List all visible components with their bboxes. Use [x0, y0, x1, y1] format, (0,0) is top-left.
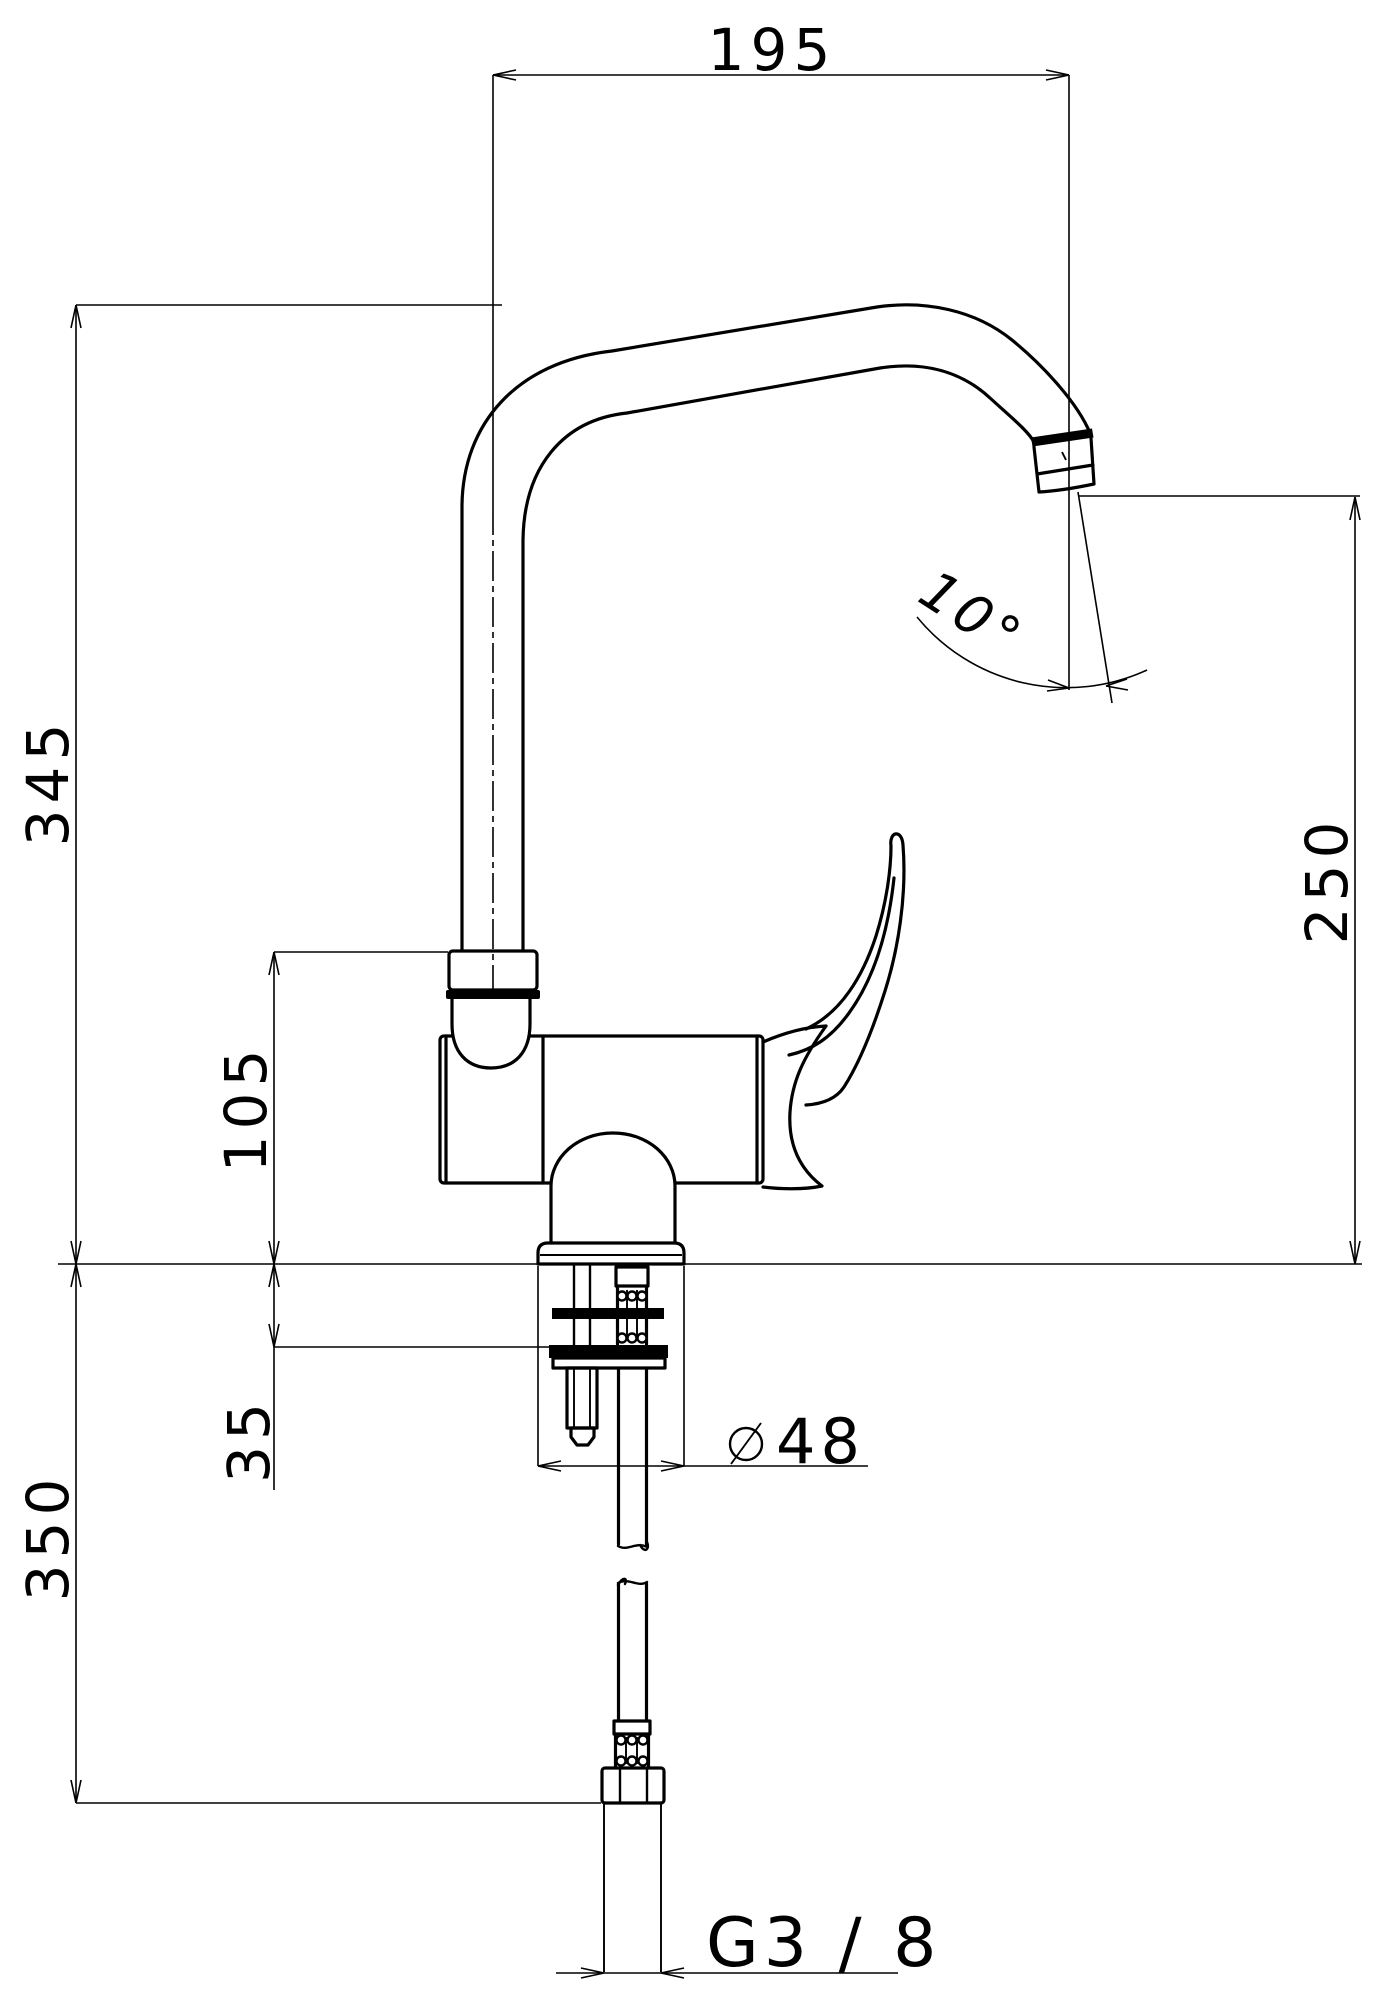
spout-base-cap	[446, 949, 540, 1070]
hose-break-lower	[616, 1577, 649, 1587]
aerator-tick	[1061, 451, 1067, 461]
stud-hex-tip	[569, 1426, 596, 1447]
mounting-stud-upper	[572, 1262, 592, 1347]
connector-coils	[615, 1734, 649, 1767]
mounting-nut-band	[549, 1345, 668, 1358]
below-deck-assembly	[549, 1262, 668, 1972]
hex-nut-facets	[618, 1766, 649, 1805]
arrowheads	[1349, 496, 1361, 1265]
arrowheads	[1046, 678, 1129, 692]
handle-socket	[761, 1024, 828, 1191]
dimension-outlet-angle: 10°	[908, 491, 1148, 704]
angle-leg-line	[1077, 491, 1113, 704]
dimension-thread: G3 / 8	[556, 1904, 941, 1983]
dim-105-label: 105	[212, 1044, 280, 1173]
dimension-spout-reach: 195	[492, 16, 1070, 690]
body-section-lines	[444, 1034, 759, 1185]
handle-blade	[804, 832, 906, 1107]
diameter-symbol-icon	[728, 1422, 764, 1465]
arrowheads	[268, 951, 280, 1348]
handle-blade-inner-line	[787, 876, 896, 1057]
hex-nut	[600, 1766, 666, 1805]
supply-hose	[616, 1366, 650, 1723]
dimension-overall-height: 345 350	[14, 304, 601, 1804]
base-flange	[536, 1241, 686, 1266]
phi-circle	[728, 1426, 764, 1462]
hose-lower-segment	[616, 1582, 649, 1723]
stud-shaft	[565, 1366, 599, 1430]
dim-195-label: 195	[708, 16, 837, 84]
dimensions: 195 345 350 250 105 35	[14, 16, 1361, 1983]
arrowheads	[70, 304, 82, 1804]
cap-dome	[450, 997, 532, 1070]
dimension-outlet-height: 250	[1078, 495, 1361, 1265]
collar-ring-band	[446, 990, 540, 999]
hose-nipple	[614, 1265, 650, 1288]
spout-inner-profile	[521, 364, 1036, 953]
aerator	[1031, 428, 1096, 494]
hose-break-upper	[616, 1540, 650, 1552]
faucet-outline	[58, 303, 1362, 1972]
arrowheads	[492, 69, 1070, 81]
angle-arc	[916, 616, 1148, 689]
handle-lever	[761, 832, 906, 1191]
mounting-washer	[551, 1356, 667, 1370]
dim-35-label: 35	[215, 1397, 283, 1483]
stud-thread-lines	[573, 1368, 591, 1428]
mounting-plate	[552, 1308, 664, 1319]
aerator-body	[1032, 436, 1096, 494]
base-neck-bell	[549, 1131, 677, 1245]
aerator-ring-band	[1031, 428, 1094, 447]
arrowheads	[580, 1967, 685, 1979]
spout-outer-profile	[460, 303, 1092, 953]
mounting-stud-lower	[565, 1366, 599, 1447]
extension-lines	[537, 1266, 685, 1466]
hose-upper-segment	[616, 1366, 649, 1546]
phi-slash	[730, 1422, 762, 1465]
connector-band	[612, 1719, 652, 1736]
dim-350-label: 350	[14, 1473, 82, 1602]
hose-end-connector	[600, 1719, 666, 1972]
dim-48-label: 48	[776, 1405, 865, 1478]
dim-345-label: 345	[14, 718, 82, 847]
tailpiece-pipe	[603, 1803, 662, 1972]
dimension-body-height: 105 35	[212, 951, 552, 1490]
dimension-base-diameter: 48	[537, 1266, 868, 1478]
dim-10deg-label: 10°	[908, 558, 1035, 671]
dim-g38-label: G3 / 8	[706, 1904, 941, 1983]
dim-250-label: 250	[1293, 816, 1361, 945]
arrowheads	[537, 1460, 685, 1472]
hose-connector-threads-upper	[615, 1284, 649, 1346]
thread-coils	[616, 1290, 648, 1344]
flange-outline	[536, 1241, 686, 1266]
